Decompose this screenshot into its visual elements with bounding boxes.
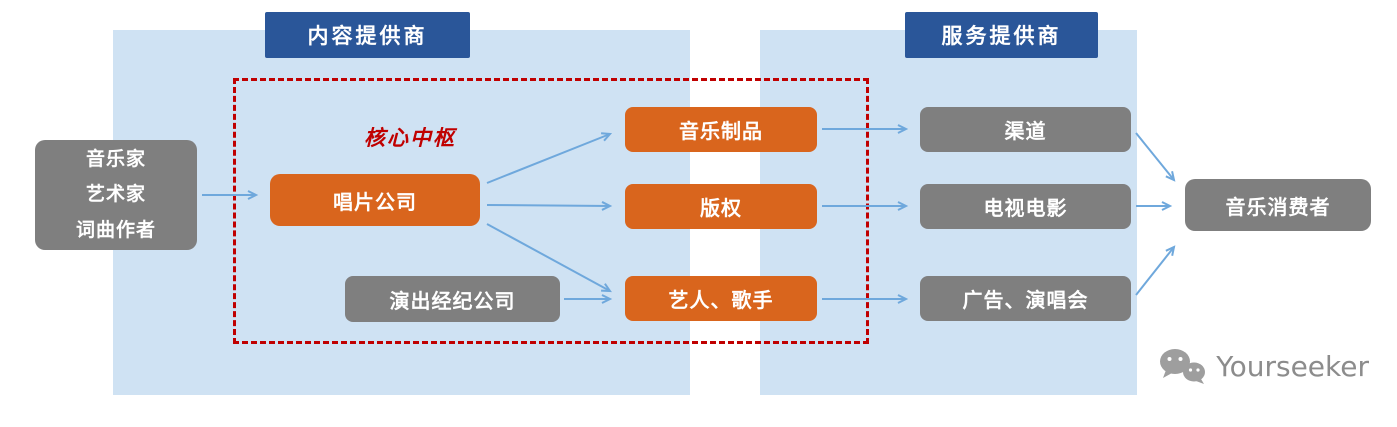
node-artists-singers: 艺人、歌手 — [625, 276, 817, 321]
service-provider-header: 服务提供商 — [905, 12, 1098, 58]
node-ads-concerts: 广告、演唱会 — [920, 276, 1131, 321]
node-record-company: 唱片公司 — [270, 174, 480, 226]
watermark: Yourseeker — [1158, 348, 1369, 384]
node-tv-film: 电视电影 — [920, 184, 1131, 229]
core-hub-frame — [233, 78, 869, 344]
node-consumers: 音乐消费者 — [1185, 179, 1371, 231]
node-creators: 音乐家 艺术家 词曲作者 — [35, 140, 197, 250]
node-performance-agency: 演出经纪公司 — [345, 276, 560, 322]
node-copyright: 版权 — [625, 184, 817, 229]
wechat-icon — [1160, 349, 1206, 384]
core-hub-label: 核心中枢 — [364, 126, 456, 150]
content-provider-header: 内容提供商 — [265, 12, 470, 58]
node-channels: 渠道 — [920, 107, 1131, 152]
watermark-text: Yourseeker — [1216, 349, 1369, 383]
node-music-products: 音乐制品 — [625, 107, 817, 152]
